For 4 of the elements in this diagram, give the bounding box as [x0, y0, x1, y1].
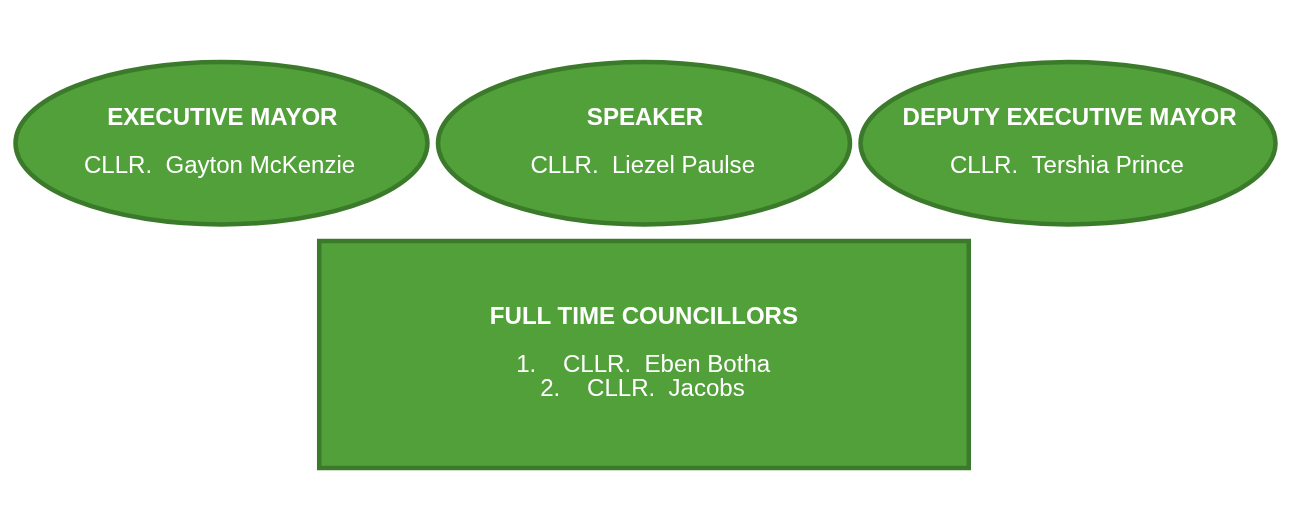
- node-ellipse: DEPUTY EXECUTIVE MAYOR CLLR. Tershia Prince: [858, 59, 1278, 227]
- node-ellipse: SPEAKER CLLR. Liezel Paulse: [435, 59, 853, 227]
- node-ellipse: EXECUTIVE MAYOR CLLR. Gayton McKenzie: [13, 59, 430, 227]
- node-box: FULL TIME COUNCILLORS 1. CLLR. Eben Botha 2. CLLR. Jacobs: [316, 238, 972, 470]
